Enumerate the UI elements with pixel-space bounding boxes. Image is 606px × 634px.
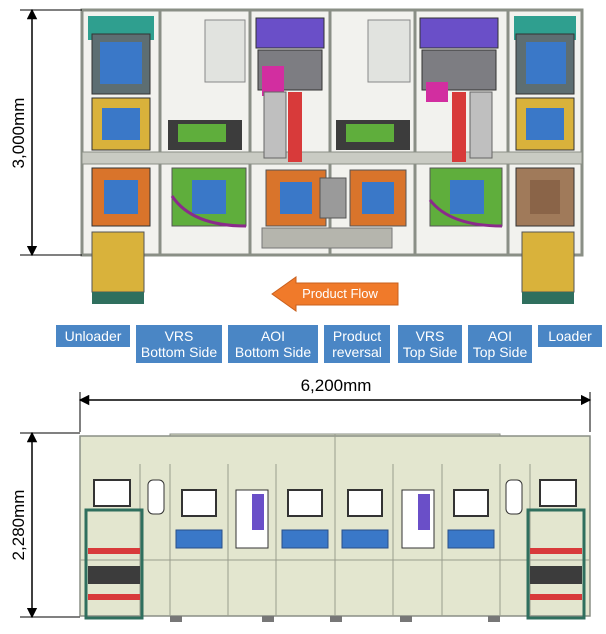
station-aoi-top-line1: AOI [487, 328, 513, 344]
loader-module [514, 16, 576, 304]
width-dimension: 6,200mm [78, 376, 592, 432]
height-dimension-top: 3,000mm [9, 8, 82, 257]
height-dimension-side: 2,280mm [9, 431, 80, 619]
top-view [80, 8, 584, 304]
station-unloader-line1: Unloader [64, 328, 122, 344]
product-flow-label: Product Flow [302, 286, 378, 301]
vrs-top-module [367, 19, 411, 83]
aoi-top-module [419, 17, 503, 228]
station-unloader: Unloader [56, 325, 130, 347]
station-loader: Loader [538, 325, 602, 347]
station-vrs-top-line2: Top Side [402, 344, 458, 360]
station-vrs-bottom-line2: Bottom Side [140, 344, 218, 360]
height-top-label: 3,000mm [9, 98, 28, 169]
station-product-reversal: Product reversal [324, 325, 390, 363]
side-view [79, 433, 591, 622]
station-product-reversal-line1: Product [332, 328, 382, 344]
vrs-bottom-module [168, 19, 247, 228]
height-side-label: 2,280mm [9, 490, 28, 561]
station-vrs-bottom-line1: VRS [164, 328, 194, 344]
station-vrs-bottom: VRS Bottom Side [136, 325, 222, 363]
station-aoi-bottom-line1: AOI [260, 328, 286, 344]
station-product-reversal-line2: reversal [332, 344, 382, 360]
aoi-bottom-module [255, 17, 393, 249]
product-reversal-module [319, 120, 410, 227]
station-aoi-top-line2: Top Side [472, 344, 528, 360]
unloader-module [88, 16, 154, 304]
station-loader-line1: Loader [548, 328, 592, 344]
station-aoi-bottom: AOI Bottom Side [228, 325, 318, 363]
station-vrs-top: VRS Top Side [398, 325, 462, 363]
width-label: 6,200mm [301, 376, 372, 395]
station-vrs-top-line1: VRS [415, 328, 445, 344]
station-aoi-bottom-line2: Bottom Side [234, 344, 312, 360]
product-flow-arrow: Product Flow [271, 276, 399, 312]
station-aoi-top: AOI Top Side [468, 325, 532, 363]
